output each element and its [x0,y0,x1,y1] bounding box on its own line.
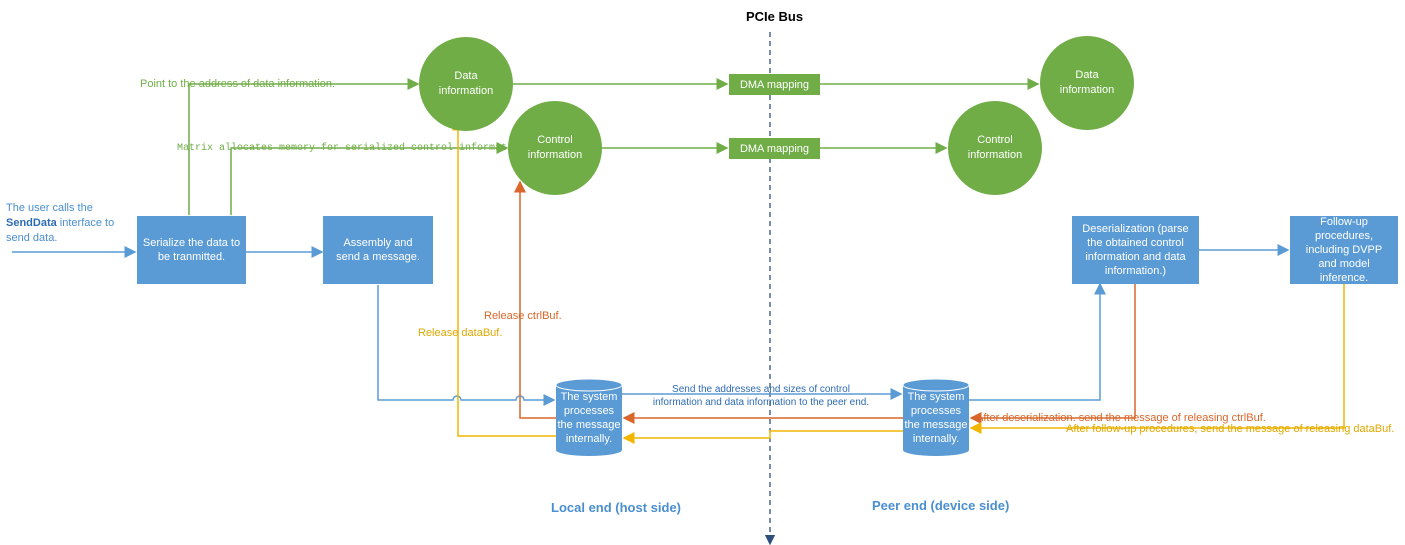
senddata-keyword: SendData [6,217,57,229]
after-deser-annotation: After deserialization. send the message … [976,412,1266,424]
user-note-line3: send data. [6,232,58,244]
serialize-box-label: Serialize the data to be tranmitted. [142,237,241,263]
matrix-alloc-line [230,142,509,215]
deserialize-box: Deserialization (parse the obtained cont… [1072,216,1199,284]
user-note-line2-rest: interface to [56,217,115,229]
point-to-data-line [188,78,420,215]
send-addresses-annotation: Send the addresses and sizes of control … [652,384,870,408]
data-info-peer-label: Data information [1059,69,1115,96]
assembly-box-label: Assembly and send a message. [336,237,420,263]
release-data-annotation: Release dataBuf. [418,327,503,339]
after-followup-annotation: After follow-up procedures, send the mes… [1066,423,1395,435]
matrix-alloc-annotation: Matrix allocates memory for serialized c… [177,143,532,154]
pcie-bus-title: PCIe Bus [746,9,804,24]
point-to-annotation: Point to the address of data information… [140,78,336,90]
local-end-label: Local end (host side) [551,500,682,515]
assembly-to-local-system-arrow [377,285,556,406]
dma-mapping-top: DMA mapping [729,74,820,95]
peer-cylinder-shape [902,378,970,456]
control-info-peer-label: Control information [967,134,1023,161]
release-data-cross-arrow [622,430,903,444]
dma-mapping-bottom: DMA mapping [729,138,820,159]
release-ctrl-annotation: Release ctrlBuf. [484,310,562,322]
peer-system-label: The system processes the message interna… [904,391,968,445]
assembly-box: Assembly and send a message. [323,216,433,284]
data-info-local-label: Data information [438,70,494,97]
release-data-peer-line [969,283,1345,434]
local-system-label: The system processes the message interna… [557,391,621,445]
release-ctrl-local-arrow [514,180,556,419]
release-data-local-arrow [452,118,556,437]
user-note-line1: The user calls the [6,202,93,214]
deserialize-box-label: Deserialization (parse the obtained cont… [1082,223,1189,277]
user-note: The user calls the SendData interface to… [6,201,114,246]
followup-box: Follow-up procedures, including DVPP and… [1290,216,1398,284]
serialize-box: Serialize the data to be tranmitted. [137,216,246,284]
control-info-local-circle: Control information [508,101,602,195]
release-ctrl-peer-line [969,283,1136,424]
followup-box-label: Follow-up procedures, including DVPP and… [1305,216,1383,284]
control-info-peer-circle: Control information [948,101,1042,195]
peer-end-label: Peer end (device side) [872,498,1010,513]
local-cylinder-shape [555,378,623,456]
data-info-peer-circle: Data information [1040,36,1134,130]
user-note-line2: SendData interface to [6,216,114,231]
data-info-local-circle: Data information [419,37,513,131]
peer-system-to-deserialize-arrow [969,282,1106,401]
control-info-local-label: Control information [527,134,583,161]
